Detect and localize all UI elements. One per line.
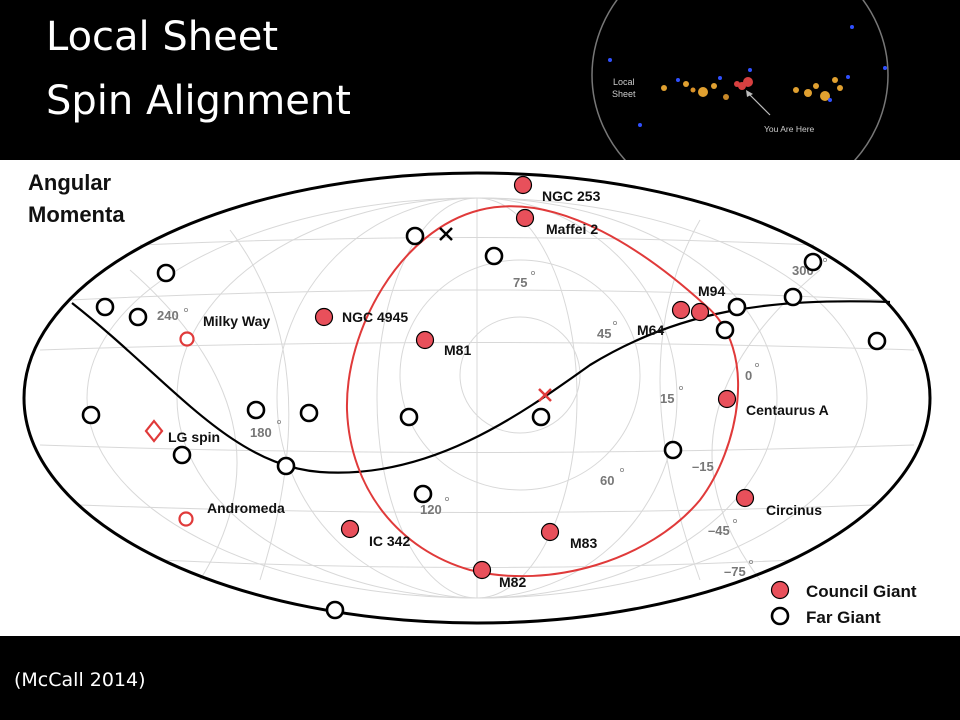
council-giant-markers — [314, 175, 755, 580]
grid-label-240: 240 — [157, 308, 179, 323]
grid-label-60: 60 — [600, 473, 614, 488]
inset-sphere-outline — [591, 0, 889, 160]
alignment-great-circle — [345, 205, 740, 578]
label-maffei-2: Maffei 2 — [546, 221, 598, 237]
black-cross-marker — [439, 227, 453, 241]
grid-label-0: 0 — [745, 368, 752, 383]
legend: Council Giant Far Giant — [770, 580, 917, 627]
label-ngc-253: NGC 253 — [542, 188, 601, 204]
grid-label-b15: 15 — [660, 391, 674, 406]
plane-curve — [71, 300, 891, 474]
diagram-heading-line-2: Momenta — [28, 202, 125, 227]
inset-galaxy-dots — [608, 25, 887, 127]
grid-label-180: 180 — [250, 425, 272, 440]
diagram-heading-line-1: Angular — [28, 170, 112, 195]
degree-marks — [183, 258, 828, 564]
label-centaurus-a: Centaurus A — [746, 402, 829, 418]
far-giant-markers — [81, 226, 887, 620]
label-m81: M81 — [444, 342, 471, 358]
label-m64: M64 — [637, 322, 664, 338]
legend-council-swatch — [770, 580, 790, 600]
you-are-here-arrow — [747, 92, 771, 116]
red-cross-marker — [538, 388, 552, 402]
grid-label-b45: 45 — [597, 326, 611, 341]
angular-momenta-map: Angular Momenta 240 180 120 60 0 300 75 … — [0, 160, 960, 636]
label-m94: M94 — [698, 283, 725, 299]
inset-pointer-label: You Are Here — [764, 124, 815, 134]
grid-label-bm45: –45 — [708, 523, 730, 538]
grid-label-b75: 75 — [513, 275, 527, 290]
inset-label-line-1: Local — [613, 77, 635, 87]
grid-label-bm75: –75 — [724, 564, 746, 579]
slide-title-line-1: Local Sheet — [46, 14, 279, 60]
legend-council-label: Council Giant — [806, 582, 917, 601]
label-andromeda: Andromeda — [207, 500, 285, 516]
label-lg-spin: LG spin — [168, 429, 220, 445]
local-sheet-inset: Local Sheet You Are Here — [591, 0, 889, 160]
you-are-here-arrowhead — [746, 90, 753, 97]
andromeda-marker — [178, 511, 194, 527]
label-m83: M83 — [570, 535, 597, 551]
grid-label-120: 120 — [420, 502, 442, 517]
label-circinus: Circinus — [766, 502, 822, 518]
legend-far-swatch — [770, 606, 790, 626]
grid-label-bm15: –15 — [692, 459, 714, 474]
legend-far-label: Far Giant — [806, 608, 881, 627]
citation: (McCall 2014) — [14, 669, 146, 691]
label-ic-342: IC 342 — [369, 533, 410, 549]
coordinate-grid — [39, 197, 915, 599]
slide-title-line-2: Spin Alignment — [46, 78, 351, 124]
sky-projection-outline — [22, 171, 932, 625]
you-are-here-marker — [734, 77, 753, 90]
label-m82: M82 — [499, 574, 526, 590]
label-ngc-4945: NGC 4945 — [342, 309, 408, 325]
milky-way-marker — [179, 331, 195, 347]
label-milky-way: Milky Way — [203, 313, 270, 329]
inset-label-line-2: Sheet — [612, 89, 636, 99]
lg-spin-marker — [144, 419, 164, 443]
